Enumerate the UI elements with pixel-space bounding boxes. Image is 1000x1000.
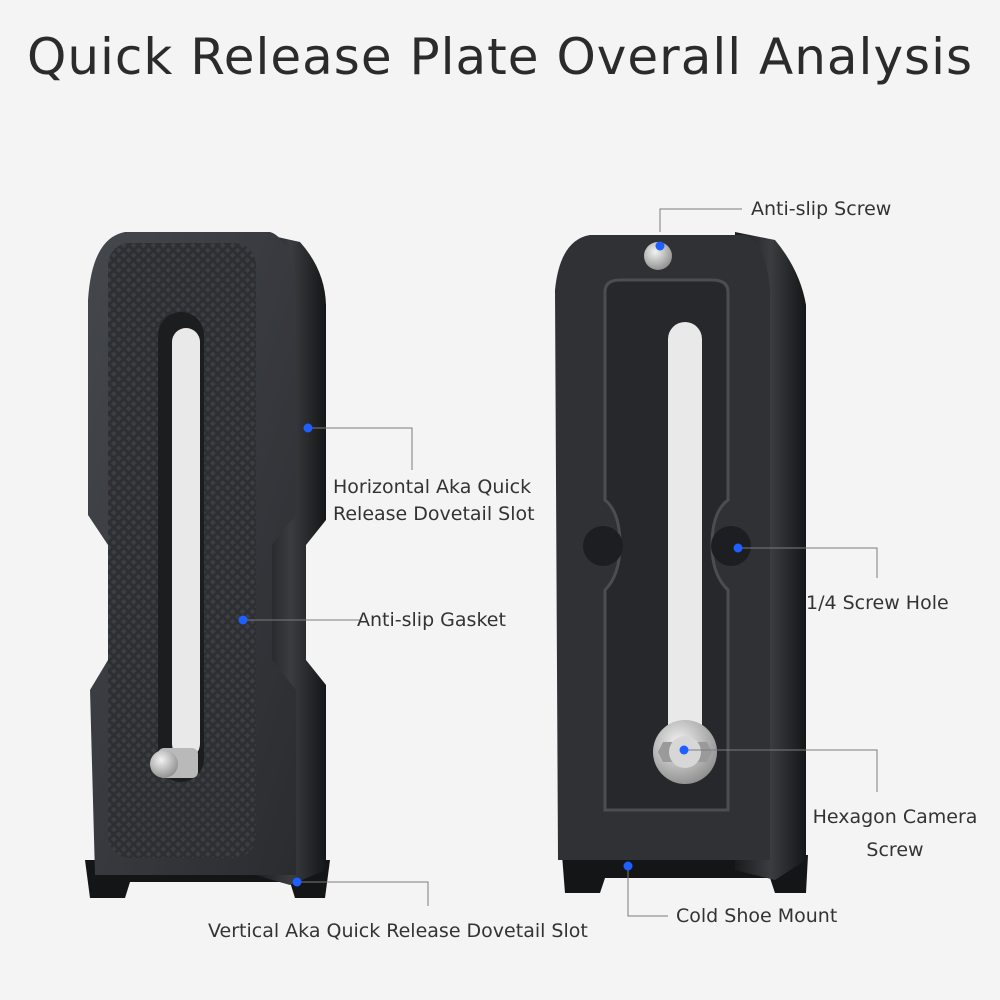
- label-anti-slip-gasket: Anti-slip Gasket: [357, 609, 506, 631]
- left-plate-screw-icon: [150, 748, 198, 778]
- label-cold-shoe: Cold Shoe Mount: [676, 905, 838, 927]
- anti-slip-screw-icon: [644, 242, 672, 270]
- label-screw-hole: 1/4 Screw Hole: [806, 592, 949, 614]
- label-anti-slip-screw: Anti-slip Screw: [751, 198, 892, 220]
- label-horizontal-slot-line2: Release Dovetail Slot: [333, 503, 535, 525]
- leader-lines: [243, 208, 878, 917]
- label-horizontal-slot-line1: Horizontal Aka Quick: [333, 476, 532, 498]
- callout-dots: [238, 241, 743, 887]
- label-vertical-slot: Vertical Aka Quick Release Dovetail Slot: [208, 920, 588, 942]
- left-plate: [85, 232, 330, 898]
- label-hexagon-screw: Hexagon Camera Screw: [812, 804, 978, 864]
- label-horizontal-slot: Horizontal Aka Quick Release Dovetail Sl…: [333, 474, 535, 528]
- label-hexagon-screw-line1: Hexagon Camera: [812, 806, 978, 828]
- screw-hole-right: [711, 526, 751, 566]
- page-title: Quick Release Plate Overall Analysis: [26, 28, 974, 86]
- right-plate: [555, 232, 808, 893]
- screw-hole-left: [583, 526, 623, 566]
- label-hexagon-screw-line2: Screw: [866, 839, 924, 861]
